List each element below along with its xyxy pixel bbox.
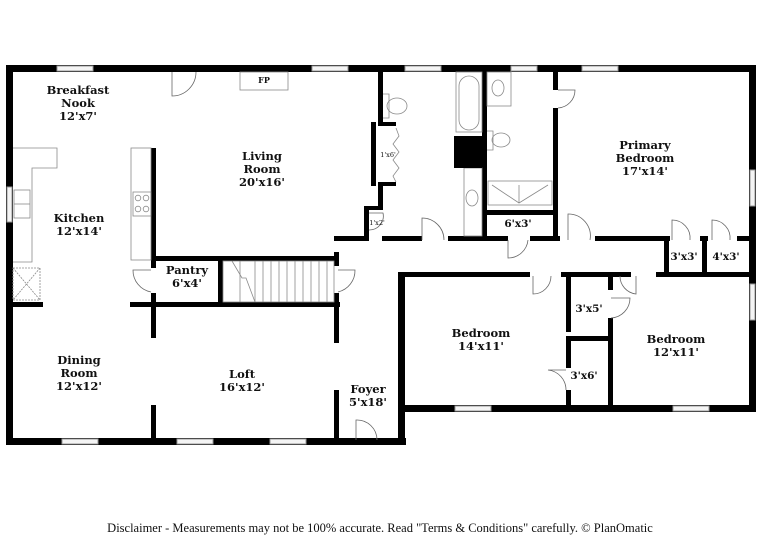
door-swing — [567, 213, 591, 241]
door-swing — [557, 89, 576, 109]
door-swing — [671, 219, 691, 241]
toilet — [383, 93, 390, 119]
refrigerator — [12, 267, 41, 301]
room-name: Nook — [61, 96, 95, 110]
room-name: Primary — [619, 138, 671, 152]
room-label-living-room: Living Room 20'x16' — [239, 150, 285, 189]
door-swing — [355, 419, 378, 441]
room-name: Loft — [228, 367, 255, 381]
room-name: Dining — [57, 353, 101, 367]
window — [749, 169, 756, 207]
vanity — [486, 71, 512, 107]
fireplace — [239, 71, 289, 91]
window — [176, 438, 214, 445]
room-dims: 12'x14' — [56, 224, 102, 238]
window — [61, 438, 99, 445]
window — [510, 65, 538, 72]
door-swing — [421, 217, 445, 241]
door-swing — [337, 269, 356, 293]
room-dims: 5'x18' — [349, 395, 387, 409]
door-swing — [368, 212, 384, 231]
disclaimer-text: Disclaimer - Measurements may not be 100… — [107, 521, 653, 535]
window — [269, 438, 307, 445]
windows — [6, 65, 756, 445]
window — [749, 283, 756, 321]
room-name: Room — [60, 366, 98, 380]
interior-walls — [13, 72, 751, 440]
closet-label-6x3: 6'x3' — [504, 218, 531, 231]
closet-dims: 3'x3' — [670, 251, 698, 263]
staircase — [222, 260, 335, 303]
window — [581, 65, 619, 72]
fixtures — [12, 71, 553, 303]
room-name: Room — [243, 162, 281, 176]
stove — [132, 191, 152, 217]
room-dims: 16'x12' — [219, 380, 265, 394]
door-swing — [507, 239, 529, 259]
room-name: Bedroom — [646, 332, 706, 346]
kitchen-counter — [130, 147, 152, 261]
toilet — [487, 130, 494, 151]
room-name: Breakfast — [46, 83, 110, 97]
bathtub — [455, 71, 483, 133]
fireplace-text: FP — [258, 75, 270, 85]
window — [311, 65, 349, 72]
door-swing — [619, 275, 637, 295]
door-swing — [711, 219, 731, 241]
closet-label-3x6: 3'x6' — [570, 370, 597, 383]
room-label-bedroom-1: Bedroom 14'x11' — [452, 327, 511, 353]
closet-dims: 6'x3' — [504, 218, 532, 230]
room-dims: 12'x12' — [56, 379, 102, 393]
window — [6, 186, 13, 223]
closet-dims: 3'x5' — [575, 303, 603, 315]
room-label-foyer: Foyer 5'x18' — [349, 383, 387, 409]
room-name: Foyer — [350, 382, 386, 396]
door-swing — [132, 269, 152, 293]
window — [56, 65, 94, 72]
room-dims: 6'x4' — [172, 276, 202, 290]
room-label-breakfast-nook: Breakfast Nook 12'x7' — [47, 84, 110, 123]
room-label-bedroom-2: Bedroom 12'x11' — [647, 333, 706, 359]
room-name: Living — [242, 149, 282, 163]
fireplace-label: FP — [258, 76, 270, 84]
closet-label-3x5: 3'x5' — [575, 303, 602, 316]
room-dims: 12'x11' — [653, 345, 699, 359]
closet-dims: 3'x6' — [570, 370, 598, 382]
door-swing — [547, 369, 567, 391]
door-swing — [532, 275, 552, 295]
shower — [487, 180, 553, 206]
closet-label-1x2: 1'x2' — [369, 219, 385, 227]
room-label-dining-room: Dining Room 12'x12' — [56, 354, 102, 393]
room-name: Bedroom — [451, 326, 511, 340]
closet-dims: 4'x3' — [712, 251, 740, 263]
door-swing — [610, 297, 631, 319]
closet-dims: 1'x6' — [380, 151, 396, 159]
room-name: Bedroom — [615, 151, 675, 165]
room-label-primary-bedroom: Primary Bedroom 17'x14' — [616, 139, 675, 178]
closet-dims: 1'x2' — [369, 219, 385, 227]
room-dims: 12'x7' — [59, 109, 97, 123]
window — [672, 405, 710, 412]
room-dims: 14'x11' — [458, 339, 504, 353]
door-swing — [171, 71, 197, 97]
closet-label-4x3: 4'x3' — [712, 251, 739, 264]
room-dims: 20'x16' — [239, 175, 285, 189]
window — [454, 405, 492, 412]
room-dims: 17'x14' — [622, 164, 668, 178]
room-name: Kitchen — [53, 211, 105, 225]
chimney-block — [454, 136, 482, 168]
closet-label-3x3: 3'x3' — [670, 251, 697, 264]
room-label-kitchen: Kitchen 12'x14' — [54, 212, 105, 238]
window — [404, 65, 442, 72]
closet-label-1x6: 1'x6' — [380, 151, 396, 159]
room-name: Pantry — [165, 263, 209, 277]
kitchen-counter — [13, 147, 58, 263]
room-label-pantry: Pantry 6'x4' — [166, 264, 208, 290]
doors — [132, 71, 731, 441]
room-label-loft: Loft 16'x12' — [219, 368, 265, 394]
